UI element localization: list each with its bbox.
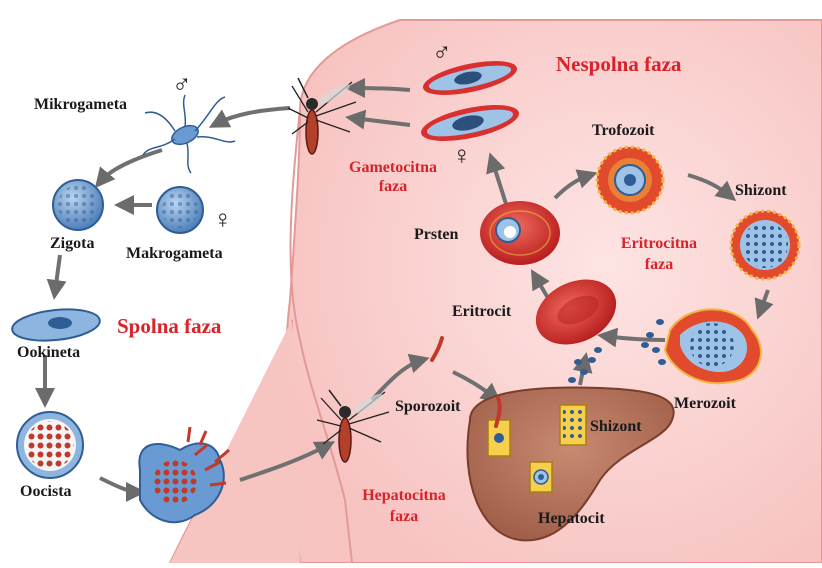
eritrocitna-line-2: faza (611, 254, 707, 275)
mikrogameta-label: Mikrogameta (34, 96, 127, 114)
gametocitna-line-2: faza (340, 177, 446, 196)
hepatocitna-faza-label: Hepatocitna faza (352, 485, 456, 527)
hepatocit-label: Hepatocit (538, 510, 605, 528)
oocista-icon (17, 412, 83, 478)
merozoit-label: Merozoit (674, 395, 736, 413)
zigota-label: Zigota (50, 235, 94, 253)
gametocitna-line-1: Gametocitna (340, 158, 446, 177)
male-symbol-mikrogameta: ♂ (172, 70, 192, 100)
eritrocitna-faza-label: Eritrocitna faza (611, 233, 707, 275)
oocista-label: Oocista (20, 483, 72, 501)
makrogameta-icon (157, 187, 203, 233)
nespolna-faza-heading: Nespolna faza (556, 52, 681, 77)
trofozoit-icon (597, 147, 663, 213)
female-symbol-makrogameta: ♀ (213, 205, 233, 235)
blood-shizont-icon (731, 211, 799, 279)
ookineta-label: Ookineta (17, 344, 80, 362)
prsten-label: Prsten (414, 226, 458, 244)
hepatocitna-line-1: Hepatocitna (352, 485, 456, 506)
shizont-liver-label: Shizont (590, 418, 642, 436)
female-symbol-gametocyte: ♀ (452, 141, 472, 171)
makrogameta-label: Makrogameta (126, 245, 223, 263)
mikrogameta-icon (143, 95, 235, 173)
liver-shizont-icon (560, 405, 586, 445)
infected-hepatocyte-icon (488, 420, 510, 456)
hepatocitna-line-2: faza (352, 506, 456, 527)
male-symbol-gametocyte: ♂ (432, 38, 452, 68)
eritrocitna-line-1: Eritrocitna (611, 233, 707, 254)
zigota-icon (53, 180, 103, 230)
shizont-blood-label: Shizont (735, 182, 787, 200)
sporozoit-label: Sporozoit (395, 398, 460, 416)
gametocitna-faza-label: Gametocitna faza (340, 158, 446, 196)
hepatocit-icon (530, 462, 552, 492)
prsten-icon (480, 201, 560, 265)
eritrocit-label: Eritrocit (452, 303, 511, 321)
ookineta-icon (11, 305, 102, 344)
trofozoit-label: Trofozoit (592, 122, 655, 140)
spolna-faza-heading: Spolna faza (117, 314, 221, 339)
